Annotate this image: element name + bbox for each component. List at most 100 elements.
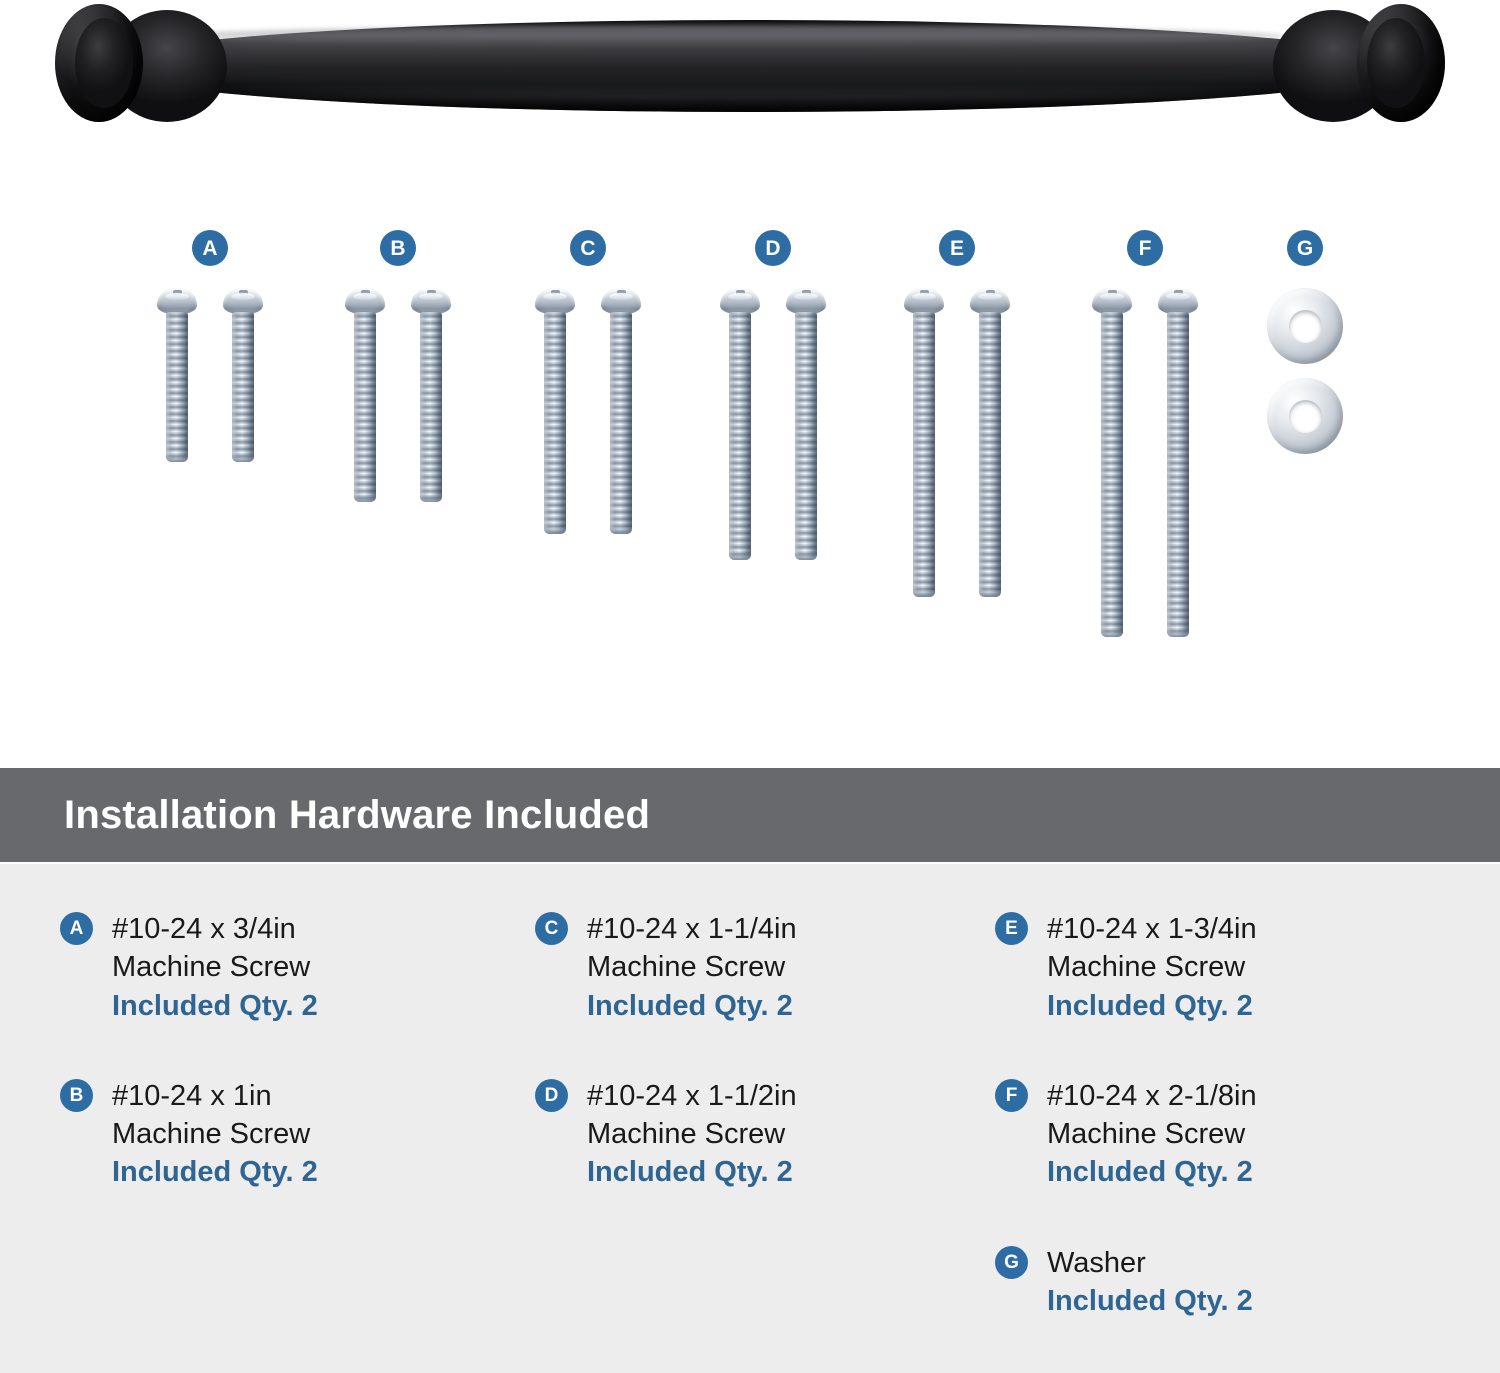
- screw-head: [1158, 288, 1198, 314]
- handle-post-right: [1357, 4, 1445, 122]
- legend-qty: Included Qty. 2: [587, 989, 793, 1022]
- washer: [1267, 288, 1343, 364]
- screw-head: [411, 288, 451, 314]
- screw-head: [345, 288, 385, 314]
- machine-screw: [535, 288, 575, 534]
- machine-screw: [601, 288, 641, 534]
- screw-head: [970, 288, 1010, 314]
- screw-shaft: [1167, 312, 1189, 637]
- washer: [1267, 378, 1343, 454]
- legend-badge-e: E: [995, 912, 1028, 945]
- machine-screw: [720, 288, 760, 560]
- legend-badge-g: G: [995, 1245, 1028, 1279]
- screw-pair: [157, 288, 263, 462]
- legend-badge-a: A: [60, 912, 93, 945]
- page-title: Installation Hardware Included: [64, 792, 651, 837]
- screw-shaft: [795, 312, 817, 560]
- machine-screw: [345, 288, 385, 502]
- machine-screw: [411, 288, 451, 502]
- screw-shaft: [166, 312, 188, 462]
- screw-head: [786, 288, 826, 314]
- screw-shaft: [354, 312, 376, 502]
- callout-badge-b: B: [380, 230, 416, 266]
- legend-qty: Included Qty. 2: [1047, 989, 1253, 1022]
- handle-bar-highlight: [165, 26, 1285, 46]
- screw-pair: [535, 288, 641, 534]
- legend-badge-b: B: [60, 1078, 93, 1112]
- screw-shaft: [979, 312, 1001, 597]
- legend-spec: #10-24 x 3/4in: [112, 913, 296, 945]
- legend-type: Machine Screw: [587, 1118, 786, 1151]
- screw-head: [535, 288, 575, 314]
- screw-shaft: [544, 312, 566, 534]
- legend-badge-f: F: [995, 1078, 1028, 1112]
- legend-spec: #10-24 x 1-3/4in: [1047, 913, 1257, 945]
- screw-head: [720, 288, 760, 314]
- screw-pair: [720, 288, 826, 560]
- washer-stack: [1267, 288, 1343, 454]
- legend-qty: Included Qty. 2: [112, 1156, 318, 1189]
- screw-shaft: [610, 312, 632, 534]
- machine-screw: [157, 288, 197, 462]
- cabinet-pull-handle: [55, 4, 1445, 129]
- callout-badge-d: D: [755, 230, 791, 266]
- callout-badge-c: C: [570, 230, 606, 266]
- legend-spec: Washer: [1047, 1246, 1146, 1279]
- machine-screw: [786, 288, 826, 560]
- callout-badge-f: F: [1127, 230, 1163, 266]
- screw-pair: [1092, 288, 1198, 637]
- legend-badge-d: D: [535, 1078, 568, 1112]
- screw-head: [223, 288, 263, 314]
- legend-type: Machine Screw: [112, 951, 311, 984]
- legend-type: Machine Screw: [112, 1118, 311, 1151]
- legend-qty: Included Qty. 2: [587, 1156, 793, 1189]
- legend-spec: #10-24 x 1-1/4in: [587, 913, 797, 945]
- screw-shaft: [1101, 312, 1123, 637]
- washer-hole: [1288, 399, 1322, 433]
- washer-hole: [1288, 309, 1322, 343]
- legend-qty: Included Qty. 2: [112, 989, 318, 1022]
- legend-type: Machine Screw: [587, 951, 786, 984]
- handle-post-left-inner: [75, 18, 133, 108]
- legend-spec: #10-24 x 1in: [112, 1079, 272, 1112]
- legend-qty: Included Qty. 2: [1047, 1284, 1253, 1317]
- screw-head: [157, 288, 197, 314]
- machine-screw: [904, 288, 944, 597]
- machine-screw: [1092, 288, 1132, 637]
- screw-head: [1092, 288, 1132, 314]
- screw-shaft: [420, 312, 442, 502]
- screw-head: [601, 288, 641, 314]
- legend-type: Machine Screw: [1047, 951, 1246, 984]
- legend-type: Machine Screw: [1047, 1118, 1246, 1151]
- callout-badge-e: E: [939, 230, 975, 266]
- screw-head: [904, 288, 944, 314]
- legend-qty: Included Qty. 2: [1047, 1156, 1253, 1189]
- legend-spec: #10-24 x 2-1/8in: [1047, 1079, 1257, 1112]
- screw-shaft: [232, 312, 254, 462]
- machine-screw: [223, 288, 263, 462]
- screw-shaft: [913, 312, 935, 597]
- callout-badge-a: A: [192, 230, 228, 266]
- installation-hardware-header: Installation Hardware Included: [0, 768, 1500, 862]
- machine-screw: [970, 288, 1010, 597]
- callout-badge-g: G: [1287, 230, 1323, 266]
- legend-spec: #10-24 x 1-1/2in: [587, 1079, 797, 1112]
- screw-shaft: [729, 312, 751, 560]
- legend-badge-c: C: [535, 912, 568, 945]
- screw-pair: [345, 288, 451, 502]
- product-diagram-area: A B C D E F G: [55, 4, 1445, 637]
- handle-post-right-inner: [1367, 18, 1425, 108]
- machine-screw: [1158, 288, 1198, 637]
